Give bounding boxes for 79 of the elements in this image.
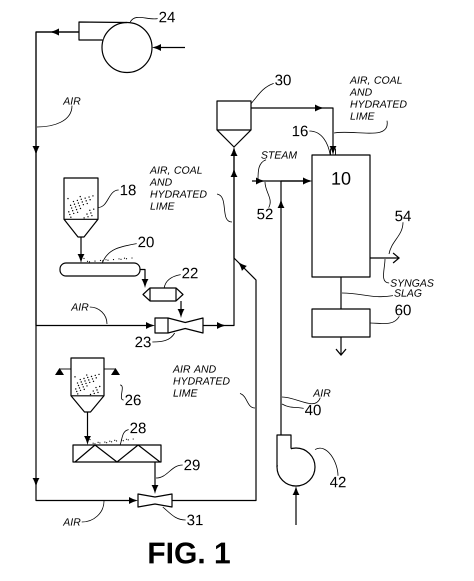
callout-number: 30 xyxy=(275,74,291,86)
cyclone-separator xyxy=(216,100,252,148)
flow-label: SYNGAS xyxy=(390,279,434,287)
callout-number: 54 xyxy=(395,210,411,222)
screw-conveyor xyxy=(72,438,162,463)
callout-number: 16 xyxy=(292,126,308,136)
rotary-feeder xyxy=(142,287,184,302)
leader-line xyxy=(216,194,232,222)
callout-number: 20 xyxy=(138,236,154,248)
callout-number: 29 xyxy=(184,460,200,470)
leader-line xyxy=(258,159,266,182)
flow-arrow xyxy=(172,148,257,502)
flow-arrow xyxy=(152,462,158,492)
leader-line xyxy=(156,464,184,478)
callout-number: 31 xyxy=(187,514,203,526)
leader-line xyxy=(388,222,404,254)
leader-line xyxy=(89,306,108,324)
leader-line xyxy=(102,243,138,264)
flow-arrow xyxy=(178,301,184,316)
flow-arrow xyxy=(370,252,400,264)
callout-number: 26 xyxy=(125,394,141,406)
leader-line xyxy=(162,506,186,520)
callout-number: 40 xyxy=(305,404,321,416)
leader-line xyxy=(250,83,274,104)
flow-arrow xyxy=(292,488,300,525)
flow-label: AIR, COAL AND HYDRATED LIME xyxy=(149,166,207,210)
hopper xyxy=(63,177,99,238)
leader-line xyxy=(308,130,331,156)
leader-line xyxy=(120,429,130,446)
flow-arrow xyxy=(78,237,84,262)
flow-arrow xyxy=(336,337,346,356)
flow-label: AIR xyxy=(62,97,80,105)
callout-number: 24 xyxy=(159,12,175,22)
leader-line xyxy=(282,396,321,404)
leader-line xyxy=(36,105,72,128)
flow-arrow xyxy=(140,268,148,286)
leader-line xyxy=(240,392,256,408)
leader-line xyxy=(130,16,158,22)
hopper xyxy=(55,357,120,413)
flow-arrow xyxy=(32,28,136,504)
flow-label: AIR xyxy=(312,389,330,397)
callout-number: 42 xyxy=(330,476,346,488)
flow-label: AIR AND HYDRATED LIME xyxy=(172,365,230,397)
leader-line xyxy=(383,258,390,284)
flow-arrow xyxy=(252,178,310,184)
leader-line xyxy=(334,120,388,134)
flow-arrow xyxy=(154,44,185,51)
leader-line xyxy=(282,404,304,409)
callout-number: 28 xyxy=(130,422,146,434)
flow-label: SLAG xyxy=(394,289,422,297)
gasifier-vessel: 10 xyxy=(311,148,371,278)
slag-box xyxy=(311,308,371,338)
callout-number: 23 xyxy=(135,336,151,348)
callout-number: 52 xyxy=(257,208,273,220)
leader-line xyxy=(370,316,400,324)
leader-line xyxy=(152,332,176,342)
leader-line xyxy=(81,500,104,522)
leader-line xyxy=(164,274,182,288)
leader-line xyxy=(342,292,394,298)
belt-conveyor xyxy=(59,257,141,277)
figure-caption: FIG. 1 xyxy=(149,542,230,564)
flow-label: AIR xyxy=(62,518,80,526)
leader-line xyxy=(264,182,271,208)
leader-line xyxy=(314,448,338,476)
callout-number: 22 xyxy=(182,268,198,278)
flow-arrow xyxy=(251,104,336,154)
leader-line xyxy=(98,190,120,208)
flow-arrow xyxy=(84,412,91,444)
leader-line xyxy=(120,384,124,400)
blower xyxy=(78,21,153,74)
flow-label: STEAM xyxy=(261,151,298,159)
venturi-mixer xyxy=(137,493,173,508)
flow-label: AIR xyxy=(70,303,88,311)
venturi-mixer xyxy=(154,317,204,334)
callout-number: 18 xyxy=(120,184,136,196)
connecting-line xyxy=(340,277,342,309)
callout-number: 60 xyxy=(395,304,411,316)
blower xyxy=(276,434,316,487)
flow-label: AIR, COAL AND HYDRATED LIME xyxy=(349,76,407,120)
